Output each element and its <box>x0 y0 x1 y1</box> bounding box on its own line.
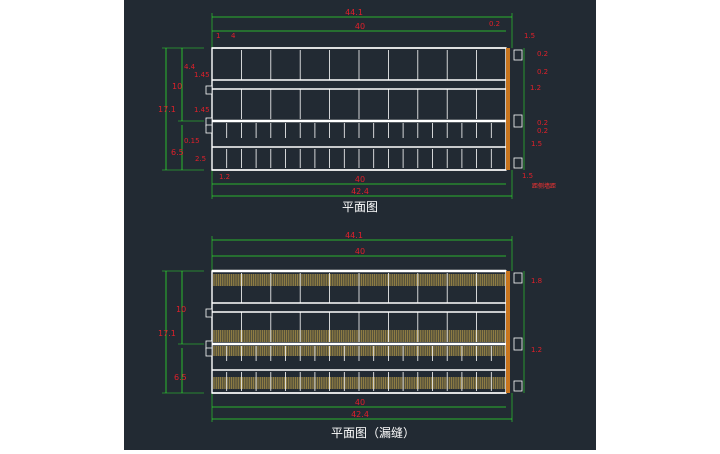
bottom-dim-inner-length: 40 <box>355 247 365 256</box>
right-annex-box <box>513 157 523 169</box>
top-dim-right-6: 1.5 <box>531 140 542 148</box>
top-dim-total-length: 44.1 <box>345 8 363 17</box>
top-plan-title: 平面图 <box>342 200 378 214</box>
top-dim-left-c: 1.45 <box>194 106 210 114</box>
bottom-floor-plan-slatted: 44.1 40 17.1 10 6.5 1.8 1.2 40 42.4 平面图（… <box>158 231 542 440</box>
top-dim-left-e: 2.5 <box>195 155 206 163</box>
bottom-dim-left-overall: 17.1 <box>158 329 176 338</box>
side-wall <box>506 271 510 393</box>
top-dim-right-1: 0.2 <box>537 50 548 58</box>
top-dim-left-upper: 10 <box>172 82 182 91</box>
side-wall <box>506 48 510 170</box>
top-plan-dimension-lines <box>162 13 525 199</box>
top-dim-bottom-right: 1.5 <box>522 172 533 180</box>
cad-drawing: 44.1 40 1 4 0.2 1.5 17.1 10 6.5 4.4 1.45… <box>124 0 596 450</box>
bottom-dim-bottom-inner: 40 <box>355 398 365 407</box>
bottom-dim-right-2: 1.2 <box>531 346 542 354</box>
bottom-plan-pen-grid <box>226 273 492 391</box>
left-entrance-notch <box>205 308 213 318</box>
top-dim-right-2: 0.2 <box>537 68 548 76</box>
top-floor-plan: 44.1 40 1 4 0.2 1.5 17.1 10 6.5 4.4 1.45… <box>158 8 556 214</box>
bottom-dim-total-length: 44.1 <box>345 231 363 240</box>
bottom-plan-title: 平面图（漏缝） <box>331 425 415 440</box>
top-dim-left-d: 0.15 <box>184 137 200 145</box>
top-dim-left-lower: 6.5 <box>171 148 184 157</box>
top-dim-inner-length: 40 <box>355 22 365 31</box>
right-annex-box <box>513 380 523 392</box>
cad-drawing-area: 44.1 40 1 4 0.2 1.5 17.1 10 6.5 4.4 1.45… <box>124 0 596 450</box>
top-dim-small-1: 1 <box>216 32 220 40</box>
right-annex-box <box>513 337 523 351</box>
bottom-plan-dimension-lines <box>162 236 525 422</box>
top-side-wall-note: 距侧墙距 <box>532 182 556 190</box>
top-dim-bottom-left: 1.2 <box>219 173 230 181</box>
drawing-background <box>124 0 596 450</box>
top-dim-small-4: 4 <box>231 32 236 40</box>
left-entrance-notch <box>205 347 213 357</box>
bottom-dim-bottom-total: 42.4 <box>351 410 369 419</box>
top-dim-right-b: 1.5 <box>524 32 535 40</box>
bottom-dim-left-lower: 6.5 <box>174 373 187 382</box>
top-dim-left-a: 4.4 <box>184 63 196 71</box>
left-entrance-notch <box>205 85 213 95</box>
bottom-dim-right-1: 1.8 <box>531 277 542 285</box>
top-dim-left-b: 1.45 <box>194 71 210 79</box>
top-dim-right-4: 0.2 <box>537 119 548 127</box>
top-dim-right-5: 0.2 <box>537 127 548 135</box>
top-dim-right-a: 0.2 <box>489 20 500 28</box>
left-entrance-notch <box>205 124 213 134</box>
top-dim-left-overall: 17.1 <box>158 105 176 114</box>
top-plan-pen-grid <box>226 50 492 168</box>
right-annex-box <box>513 272 523 284</box>
top-dim-bottom-total: 42.4 <box>351 187 369 196</box>
bottom-dim-left-upper: 10 <box>176 305 186 314</box>
top-dim-bottom-inner: 40 <box>355 175 365 184</box>
right-annex-box <box>513 114 523 128</box>
top-dim-right-3: 1.2 <box>530 84 541 92</box>
right-annex-box <box>513 49 523 61</box>
